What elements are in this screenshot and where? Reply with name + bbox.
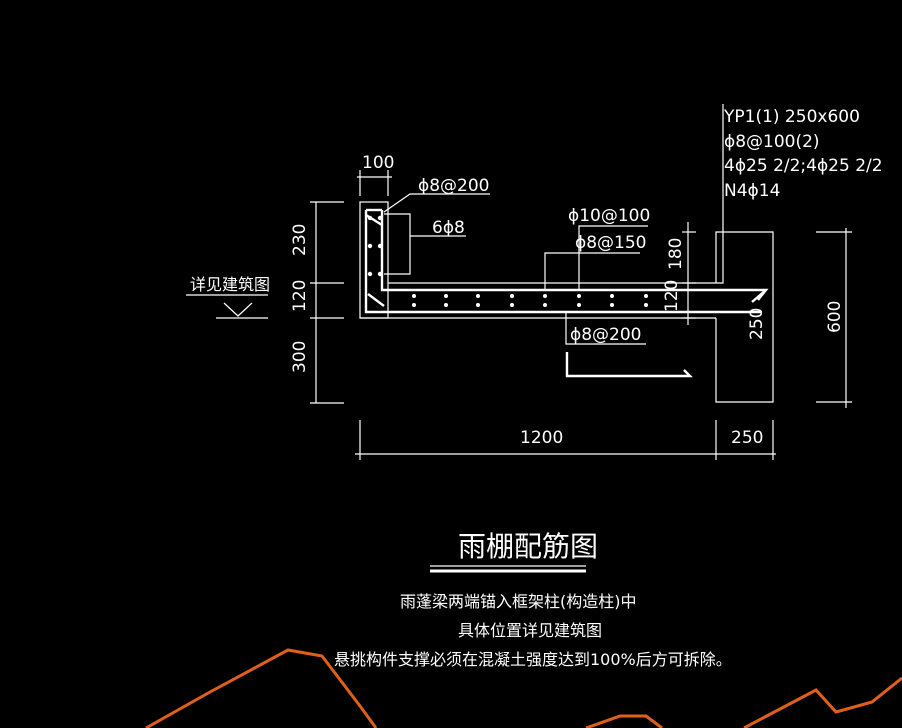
top-bar-2-label: ϕ8@150	[575, 233, 646, 253]
drawing-title: 雨棚配筋图	[458, 530, 598, 563]
dim-300: 300	[290, 341, 310, 373]
dim-230: 230	[290, 224, 310, 256]
note-line-1: 雨蓬梁两端锚入框架柱(构造柱)中	[400, 592, 637, 611]
orange-line-right	[743, 676, 902, 728]
beam-stirrup: ϕ8@100(2)	[724, 132, 820, 152]
dim-180: 180	[666, 238, 686, 270]
upturn-hook-bottom	[367, 293, 385, 307]
edge-stirrup-leader	[383, 193, 490, 213]
orange-line-middle	[585, 714, 663, 728]
dim-120-left: 120	[290, 280, 310, 312]
note-line-3: 悬挑构件支撑必须在混凝土强度达到100%后方可拆除。	[334, 650, 732, 669]
bottom-hanger-bar	[565, 352, 693, 378]
note-line-2: 具体位置详见建筑图	[458, 621, 602, 640]
upturn-bar-dots	[367, 215, 383, 277]
top-bar-1-leader	[578, 225, 648, 290]
dim-250-vertical: 250	[747, 308, 767, 340]
level-mark-triangle	[223, 302, 253, 317]
dim-250-horizontal: 250	[731, 428, 763, 448]
edge-bars-bracket	[384, 213, 411, 275]
dim-600: 600	[825, 301, 845, 333]
edge-bars-label: 6ϕ8	[432, 218, 465, 238]
beam-label: YP1(1) 250x600	[723, 107, 860, 127]
top-bar-2-leader	[544, 252, 640, 290]
dim-edge-width: 100	[362, 153, 394, 173]
orange-line-left	[145, 648, 378, 728]
edge-stirrup-label: ϕ8@200	[418, 176, 489, 196]
beam-outline	[715, 231, 774, 403]
bottom-bar-label: ϕ8@200	[570, 325, 641, 345]
bottom-rebar	[364, 210, 762, 314]
bottom-bar-leader	[565, 312, 646, 345]
slab-end-hook	[751, 289, 767, 303]
side-note: 详见建筑图	[190, 275, 270, 294]
beam-main-bars: 4ϕ25 2/2;4ϕ25 2/2	[724, 156, 883, 176]
dim-120-right: 120	[662, 280, 682, 312]
slab-bar-dots	[412, 294, 648, 307]
dim-1200: 1200	[520, 428, 563, 448]
beam-leader-line	[707, 104, 724, 284]
beam-side-bars: N4ϕ14	[724, 181, 780, 201]
top-bar-1-label: ϕ10@100	[568, 206, 650, 226]
